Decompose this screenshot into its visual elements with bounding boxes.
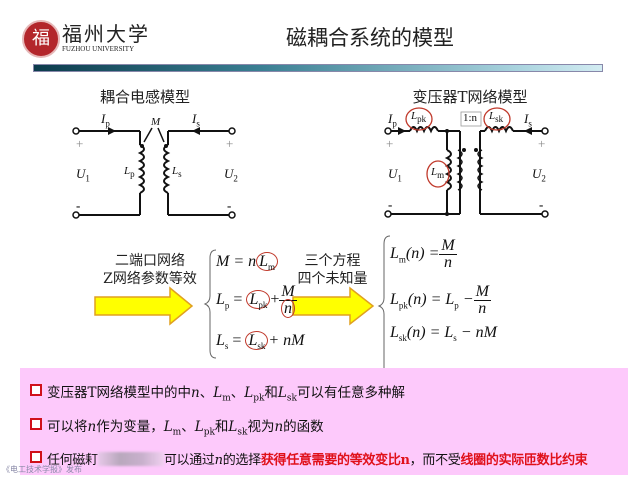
t-network-circuit xyxy=(388,126,545,215)
label-u1: U1 xyxy=(388,166,402,184)
label-u2: U2 xyxy=(224,166,238,184)
t-network-title: 变压器T网络模型 xyxy=(412,88,528,106)
equation-lsk-n: Lsk(n) = Ls − nM xyxy=(390,324,497,344)
square-bullet-icon xyxy=(30,418,42,430)
minus-sign: - xyxy=(227,198,232,213)
polarity-dot xyxy=(474,148,478,152)
label-lp: Lp xyxy=(124,165,135,180)
arrow2-line2: 四个未知量 xyxy=(297,271,368,287)
label-is: Is xyxy=(192,111,200,129)
terminal xyxy=(384,127,392,135)
polarity-dot xyxy=(462,148,466,152)
minus-sign: - xyxy=(76,198,81,213)
arrow1-line2: Z网络参数等效 xyxy=(103,271,197,287)
arrow2-line1: 三个方程 xyxy=(304,253,361,269)
label-u2: U2 xyxy=(532,166,546,184)
bullet-3: 任何磁耓可以通过n的选择获得任意需要的等效变比n，而不受线圈的实际匝数比约束 xyxy=(30,449,588,468)
equivalence-arrow-2 xyxy=(292,286,375,326)
label-ls: Ls xyxy=(172,165,182,180)
plus-sign: + xyxy=(538,136,546,151)
plus-sign: + xyxy=(226,136,234,151)
terminal xyxy=(541,210,549,218)
current-arrow xyxy=(192,127,200,135)
highlight-circle xyxy=(483,107,511,131)
plus-sign: + xyxy=(76,136,84,151)
minus-sign: - xyxy=(388,197,393,212)
polarity-dot xyxy=(140,144,144,148)
current-arrow xyxy=(524,127,532,135)
minus-sign: - xyxy=(539,197,544,212)
blurred-region xyxy=(97,452,164,466)
terminal xyxy=(541,127,549,135)
coupled-inductor-circuit xyxy=(76,127,232,216)
equivalence-arrow-1 xyxy=(94,286,194,326)
current-arrow xyxy=(108,127,116,135)
terminal xyxy=(228,211,236,219)
arrow1-line1: 二端口网络 xyxy=(115,253,185,269)
terminal xyxy=(384,210,392,218)
label-is: Is xyxy=(524,111,532,129)
square-bullet-icon xyxy=(30,384,42,396)
label-m: M xyxy=(151,116,161,128)
label-lsk: Lsk xyxy=(489,110,504,125)
polarity-dot xyxy=(164,144,168,148)
plus-sign: + xyxy=(386,136,394,151)
highlight-circle xyxy=(426,160,450,188)
label-turns-ratio: 1:n xyxy=(463,112,478,124)
terminal xyxy=(72,211,80,219)
current-arrow xyxy=(398,127,406,135)
watermark: 《电工技术学报》发布 xyxy=(2,465,82,474)
label-lpk: Lpk xyxy=(411,110,427,125)
brace-2 xyxy=(377,235,391,377)
highlight-circle xyxy=(405,107,433,131)
university-seal-logo: 福 xyxy=(22,20,60,58)
label-lm: Lm xyxy=(431,166,445,181)
label-u1: U1 xyxy=(76,166,90,184)
bullet-1: 变压器T网络模型中的中n、Lm、Lpk和Lsk可以有任意多种解 xyxy=(30,381,405,404)
university-name-en: FUZHOU UNIVERSITY xyxy=(62,45,135,53)
university-name-logo: 福州大学 xyxy=(62,22,150,46)
equation-ls: Ls = Lsk+ nM xyxy=(216,331,305,352)
ratio-box xyxy=(460,111,482,127)
square-bullet-icon xyxy=(30,451,42,463)
label-ip: Ip xyxy=(101,111,110,129)
bullet-2: 可以将n作为变量，Lm、Lpk和Lsk视为n的函数 xyxy=(30,415,324,438)
terminal xyxy=(72,127,80,135)
slide-title: 磁耦合系统的模型 xyxy=(286,26,454,50)
label-ip: Ip xyxy=(388,111,397,129)
title-divider-bar xyxy=(33,64,603,72)
brace-1 xyxy=(203,249,217,359)
terminal xyxy=(228,127,236,135)
coupled-inductor-title: 耦合电感模型 xyxy=(99,88,190,106)
